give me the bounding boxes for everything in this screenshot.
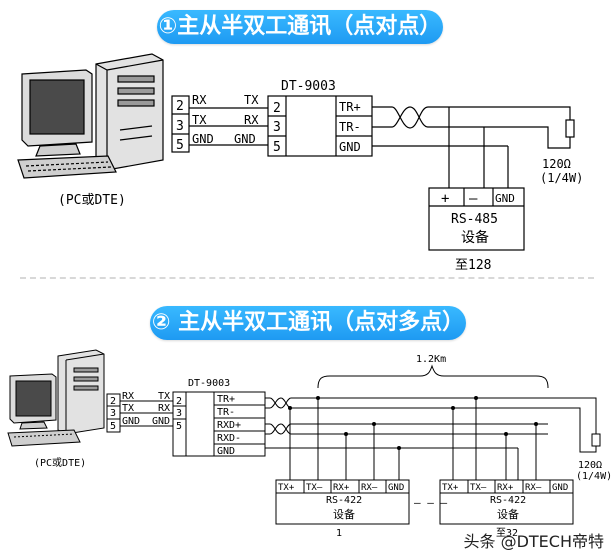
pc2-signal-tx: TX (122, 403, 134, 414)
pc-signal-rx: RX (192, 93, 207, 107)
resistor-power-2: (1/4W) (576, 471, 612, 482)
conv-signal-gnd: GND (234, 132, 256, 146)
converter-box-1 (267, 95, 373, 157)
dev2-terminal-txminus: TX— (470, 483, 487, 493)
rs422-device-2 (439, 479, 574, 525)
conv2-signal-tx: TX (158, 391, 170, 402)
dev1-name: 设备 (333, 507, 355, 521)
device-ellipsis: – – – (414, 496, 447, 509)
bus-junction-dots (288, 396, 538, 450)
rs422-bus (265, 397, 601, 480)
conv-signal-rx: RX (244, 113, 259, 127)
pc2-signal-gnd: GND (122, 416, 140, 427)
conv2-terminal-trminus: TR- (217, 407, 235, 418)
dev2-terminal-gnd: GND (552, 483, 568, 493)
dev1-terminal-txminus: TX— (306, 483, 323, 493)
section-title-point-to-multipoint: ② 主从半双工通讯（点对多点） (150, 306, 466, 340)
section-title-point-to-point: ①主从半双工通讯（点对点） (157, 10, 443, 44)
conv-terminal-gnd: GND (339, 140, 361, 154)
pc-computer-icon-2 (7, 349, 105, 447)
device-type-rs485: RS-485 (451, 212, 498, 227)
resistor-value-1: 120Ω (542, 157, 571, 171)
rs232-wires-2 (120, 400, 173, 427)
conv-terminal-trminus: TR- (339, 120, 361, 134)
dev1-terminal-rxplus: RX+ (333, 483, 350, 493)
conv2-pin-3: 3 (176, 408, 182, 419)
dev2-name: 设备 (497, 507, 519, 521)
distance-brace (317, 364, 549, 389)
dev1-type: RS-422 (326, 495, 362, 506)
converter-name-1: DT-9003 (281, 79, 336, 94)
conv2-pin-2: 2 (176, 396, 182, 407)
pc-caption-1: (PC或DTE) (58, 193, 126, 208)
device-terminal-plus: + (441, 191, 449, 207)
rs422-device-1 (275, 479, 410, 525)
pc2-pin-2: 2 (110, 396, 116, 407)
pc-pin-block-1 (171, 95, 190, 153)
conv2-signal-gnd: GND (152, 416, 170, 427)
device-name-1: 设备 (461, 229, 489, 246)
dev1-terminal-gnd: GND (388, 483, 404, 493)
conv2-terminal-trplus: TR+ (217, 394, 235, 405)
converter-name-2: DT-9003 (188, 378, 230, 389)
pc-pin-2: 2 (176, 99, 184, 114)
dev1-terminal-txplus: TX+ (278, 483, 295, 493)
dev2-terminal-rxminus: RX— (525, 483, 542, 493)
conv2-terminal-rxdplus: RXD+ (217, 420, 241, 431)
device-terminal-minus: — (469, 191, 478, 207)
dev2-terminal-rxplus: RX+ (497, 483, 514, 493)
conv2-terminal-rxdminus: RXD- (217, 433, 241, 444)
pc-pin-3: 3 (176, 119, 184, 134)
rs232-wires-1 (189, 107, 268, 146)
conv-terminal-trplus: TR+ (339, 100, 361, 114)
resistor-power-1: (1/4W) (540, 171, 583, 185)
conv2-terminal-gnd: GND (217, 446, 235, 457)
dev2-index: 至32 (496, 527, 518, 539)
resistor-value-2: 120Ω (578, 460, 602, 471)
dev2-type: RS-422 (490, 495, 526, 506)
dev1-terminal-rxminus: RX— (361, 483, 378, 493)
pc-caption-2: (PC或DTE) (34, 457, 86, 469)
distance-label: 1.2Km (416, 354, 446, 365)
device-count-1: 至128 (455, 258, 491, 273)
device-terminal-gnd: GND (495, 192, 515, 205)
pc2-signal-rx: RX (122, 391, 134, 402)
conv-signal-tx: TX (244, 93, 259, 107)
pc2-pin-3: 3 (110, 408, 116, 419)
pc-signal-gnd: GND (192, 132, 214, 146)
pc-pin-5: 5 (176, 138, 184, 153)
conv-pin-2: 2 (273, 101, 281, 116)
dev2-terminal-txplus: TX+ (442, 483, 459, 493)
conv2-signal-rx: RX (158, 403, 170, 414)
pc-computer-icon-1 (17, 53, 164, 179)
rs485-device-box (428, 187, 525, 251)
dev1-index: 1 (336, 528, 342, 539)
pc-signal-tx: TX (192, 113, 207, 127)
conv-pin-3: 3 (273, 120, 281, 135)
conv2-pin-5: 5 (176, 421, 182, 432)
section-divider (20, 277, 594, 279)
pc2-pin-5: 5 (110, 421, 116, 432)
rs485-bus-1 (372, 106, 575, 188)
watermark: 头条 @DTECH帝特 (463, 532, 605, 551)
conv-pin-5: 5 (273, 140, 281, 155)
